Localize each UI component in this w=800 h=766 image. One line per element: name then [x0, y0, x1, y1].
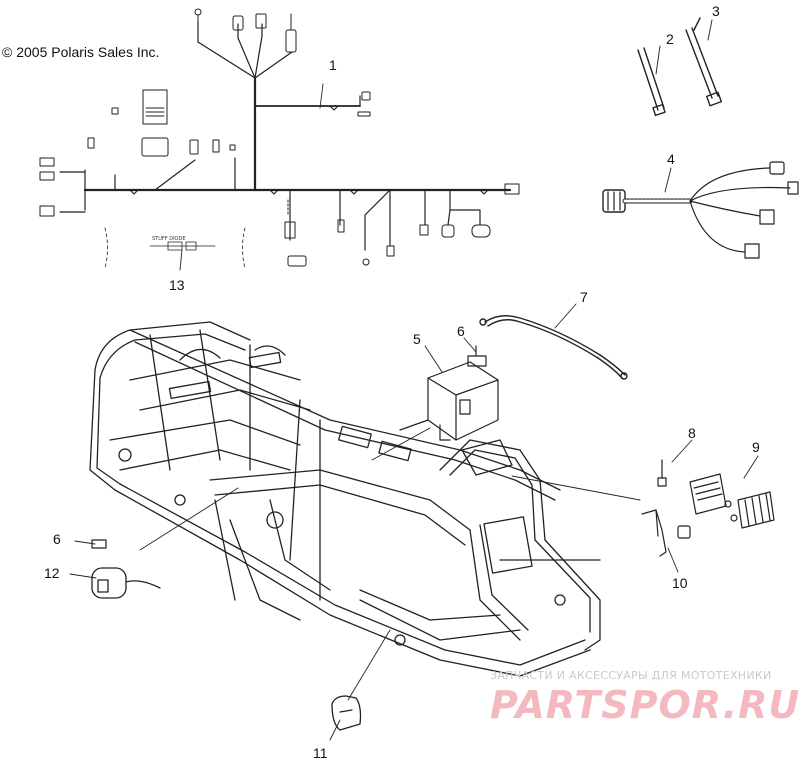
callout-3: 3	[712, 3, 720, 19]
screw-6-top	[467, 345, 487, 367]
speed-sensor-cable	[479, 315, 628, 380]
callout-2: 2	[666, 31, 674, 47]
leader-lines	[69, 19, 759, 741]
relay-11	[331, 695, 362, 731]
sub-harness	[602, 161, 799, 259]
callout-6-top: 6	[457, 323, 465, 339]
callout-11: 11	[313, 745, 328, 761]
watermark-subtitle: ЗАПЧАСТИ И АКСЕССУАРЫ ДЛЯ МОТОТЕХНИКИ	[490, 669, 772, 682]
watermark-brand[interactable]: PARTSPOR.RU	[490, 683, 800, 727]
callout-4: 4	[667, 151, 675, 167]
callout-13: 13	[169, 277, 185, 293]
callout-7: 7	[580, 289, 588, 305]
callout-9: 9	[752, 439, 760, 455]
cdi-module	[689, 473, 727, 515]
stuff-diode-group	[104, 227, 246, 269]
bracket-10	[641, 509, 691, 557]
callout-10: 10	[672, 575, 688, 591]
callout-1: 1	[329, 57, 337, 73]
copyright-text: © 2005 Polaris Sales Inc.	[2, 44, 160, 60]
ground-straps	[637, 17, 723, 117]
harness-connectors	[39, 8, 520, 267]
ignition-coil	[91, 567, 161, 599]
screw-8	[657, 459, 667, 487]
callout-8: 8	[688, 425, 696, 441]
atv-frame	[89, 321, 601, 677]
callout-6-left: 6	[53, 531, 61, 547]
callout-5: 5	[413, 331, 421, 347]
control-module	[399, 361, 499, 441]
callout-12: 12	[44, 565, 60, 581]
connector-9	[724, 491, 775, 529]
diode-label: STUFF DIODE	[152, 236, 186, 242]
main-wiring-harness	[59, 21, 512, 251]
screw-6-left	[91, 539, 107, 549]
